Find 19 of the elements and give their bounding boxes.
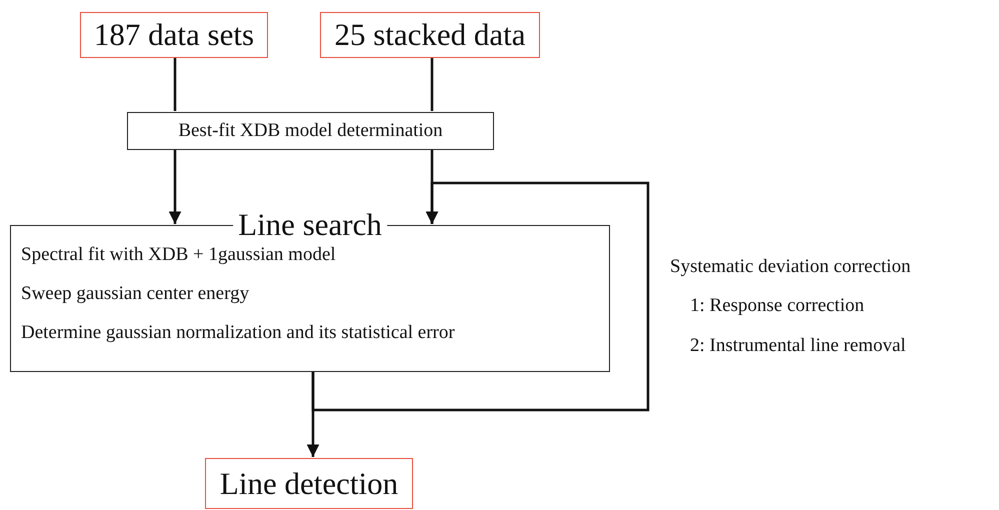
data-box (80, 12, 268, 58)
step-text: Spectral fit with XDB + 1gaussian model (21, 244, 336, 266)
connector-line (174, 58, 176, 111)
arrow (312, 182, 650, 412)
step-text: Determine gaussian normalization and its statistical error (21, 322, 455, 344)
note-heading: Systematic deviation correction (670, 256, 911, 278)
note-item: 2: Instrumental line removal (690, 335, 906, 357)
data-box (205, 458, 413, 509)
arrow (306, 372, 320, 457)
step-text: Sweep gaussian center energy (21, 283, 250, 305)
node-label: Line detection (220, 466, 398, 502)
data-box (320, 12, 540, 58)
node-label: 187 data sets (94, 17, 254, 53)
arrow (168, 150, 182, 224)
node-label: 25 stacked data (334, 17, 526, 53)
node-label: Best-fit XDB model determination (178, 120, 443, 142)
connector-line (430, 58, 434, 111)
process-box (127, 112, 494, 150)
note-item: 1: Response correction (690, 295, 864, 317)
